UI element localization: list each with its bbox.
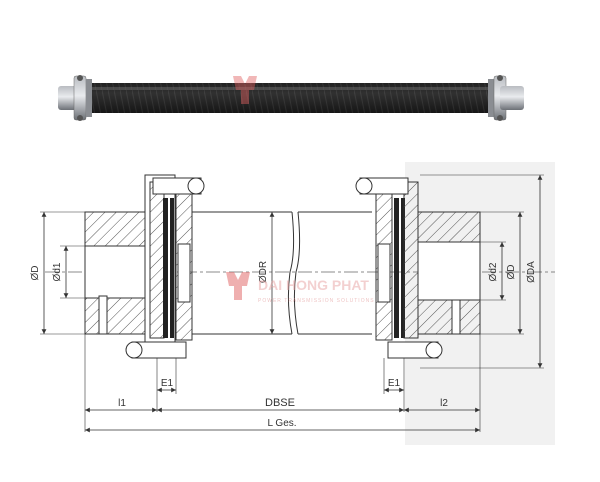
right-flange [355, 177, 443, 359]
coupling-shaft [84, 83, 496, 113]
shaft-section [192, 211, 372, 335]
label-phi-dr: ØDR [258, 261, 269, 283]
label-e1-right: E1 [388, 378, 401, 389]
label-phi-da: ØDA [526, 261, 537, 283]
label-phi-d1: Ød1 [52, 262, 63, 281]
label-phi-d2: Ød2 [488, 262, 499, 281]
technical-drawing [40, 162, 555, 445]
left-flange [125, 174, 205, 359]
label-phi-d-right: ØD [506, 265, 517, 280]
product-photo [58, 75, 524, 121]
watermark-tagline: POWER TRANSMISSION SOLUTIONS [258, 298, 375, 304]
label-l1: l1 [118, 398, 126, 409]
label-l2: l2 [440, 398, 448, 409]
right-hub-section [417, 211, 481, 335]
watermark-brand: DAI HONG PHAT [258, 277, 369, 293]
right-hub [488, 75, 524, 121]
label-dbse: DBSE [265, 397, 295, 409]
label-phi-d-left: ØD [30, 266, 41, 281]
watermark-center: DAI HONG PHAT POWER TRANSMISSION SOLUTIO… [226, 272, 375, 304]
watermark-logo-icon [226, 272, 250, 300]
label-lges: L Ges. [267, 418, 296, 429]
watermark-logo-top [233, 76, 257, 104]
left-hub [58, 75, 92, 121]
dimension-labels: ØD Ød1 ØDR Ød2 ØD ØDA E1 E1 l1 DBSE l2 L… [30, 261, 537, 429]
label-e1-left: E1 [161, 378, 174, 389]
